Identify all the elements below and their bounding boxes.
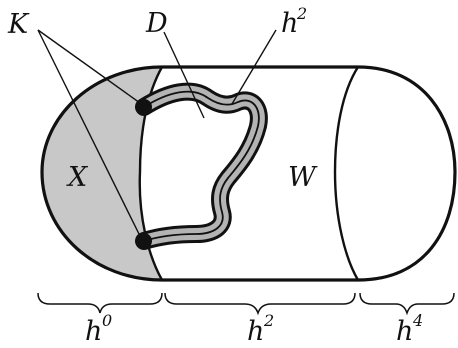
- label-h2-top: h: [281, 8, 298, 39]
- leader-k-upper: [37, 29, 141, 104]
- label-d: D: [145, 8, 168, 39]
- region-x-shaded: [42, 67, 162, 280]
- brace-h0: [37, 292, 163, 314]
- leader-k-lower: [37, 29, 141, 237]
- body-outline: [40, 65, 457, 282]
- label-k: K: [7, 9, 30, 40]
- brace-h2: [164, 292, 356, 316]
- label-h4: h: [396, 316, 413, 347]
- label-h2-top-exponent: 2: [296, 4, 307, 23]
- attaching-point-lower: [136, 233, 152, 249]
- label-h2-bottom-exponent: 2: [263, 311, 274, 330]
- label-w: W: [288, 162, 318, 193]
- band-d-core: [143, 90, 260, 242]
- leader-d: [163, 31, 205, 119]
- label-x: X: [66, 162, 89, 193]
- label-h0-exponent: 0: [102, 311, 112, 330]
- leader-h2: [231, 29, 277, 105]
- label-h2-bottom: h: [247, 316, 264, 347]
- boundary-h2-h4: [333, 66, 360, 281]
- label-h4-exponent: 4: [412, 311, 423, 330]
- brace-h4: [359, 292, 455, 316]
- label-h0: h: [85, 316, 102, 347]
